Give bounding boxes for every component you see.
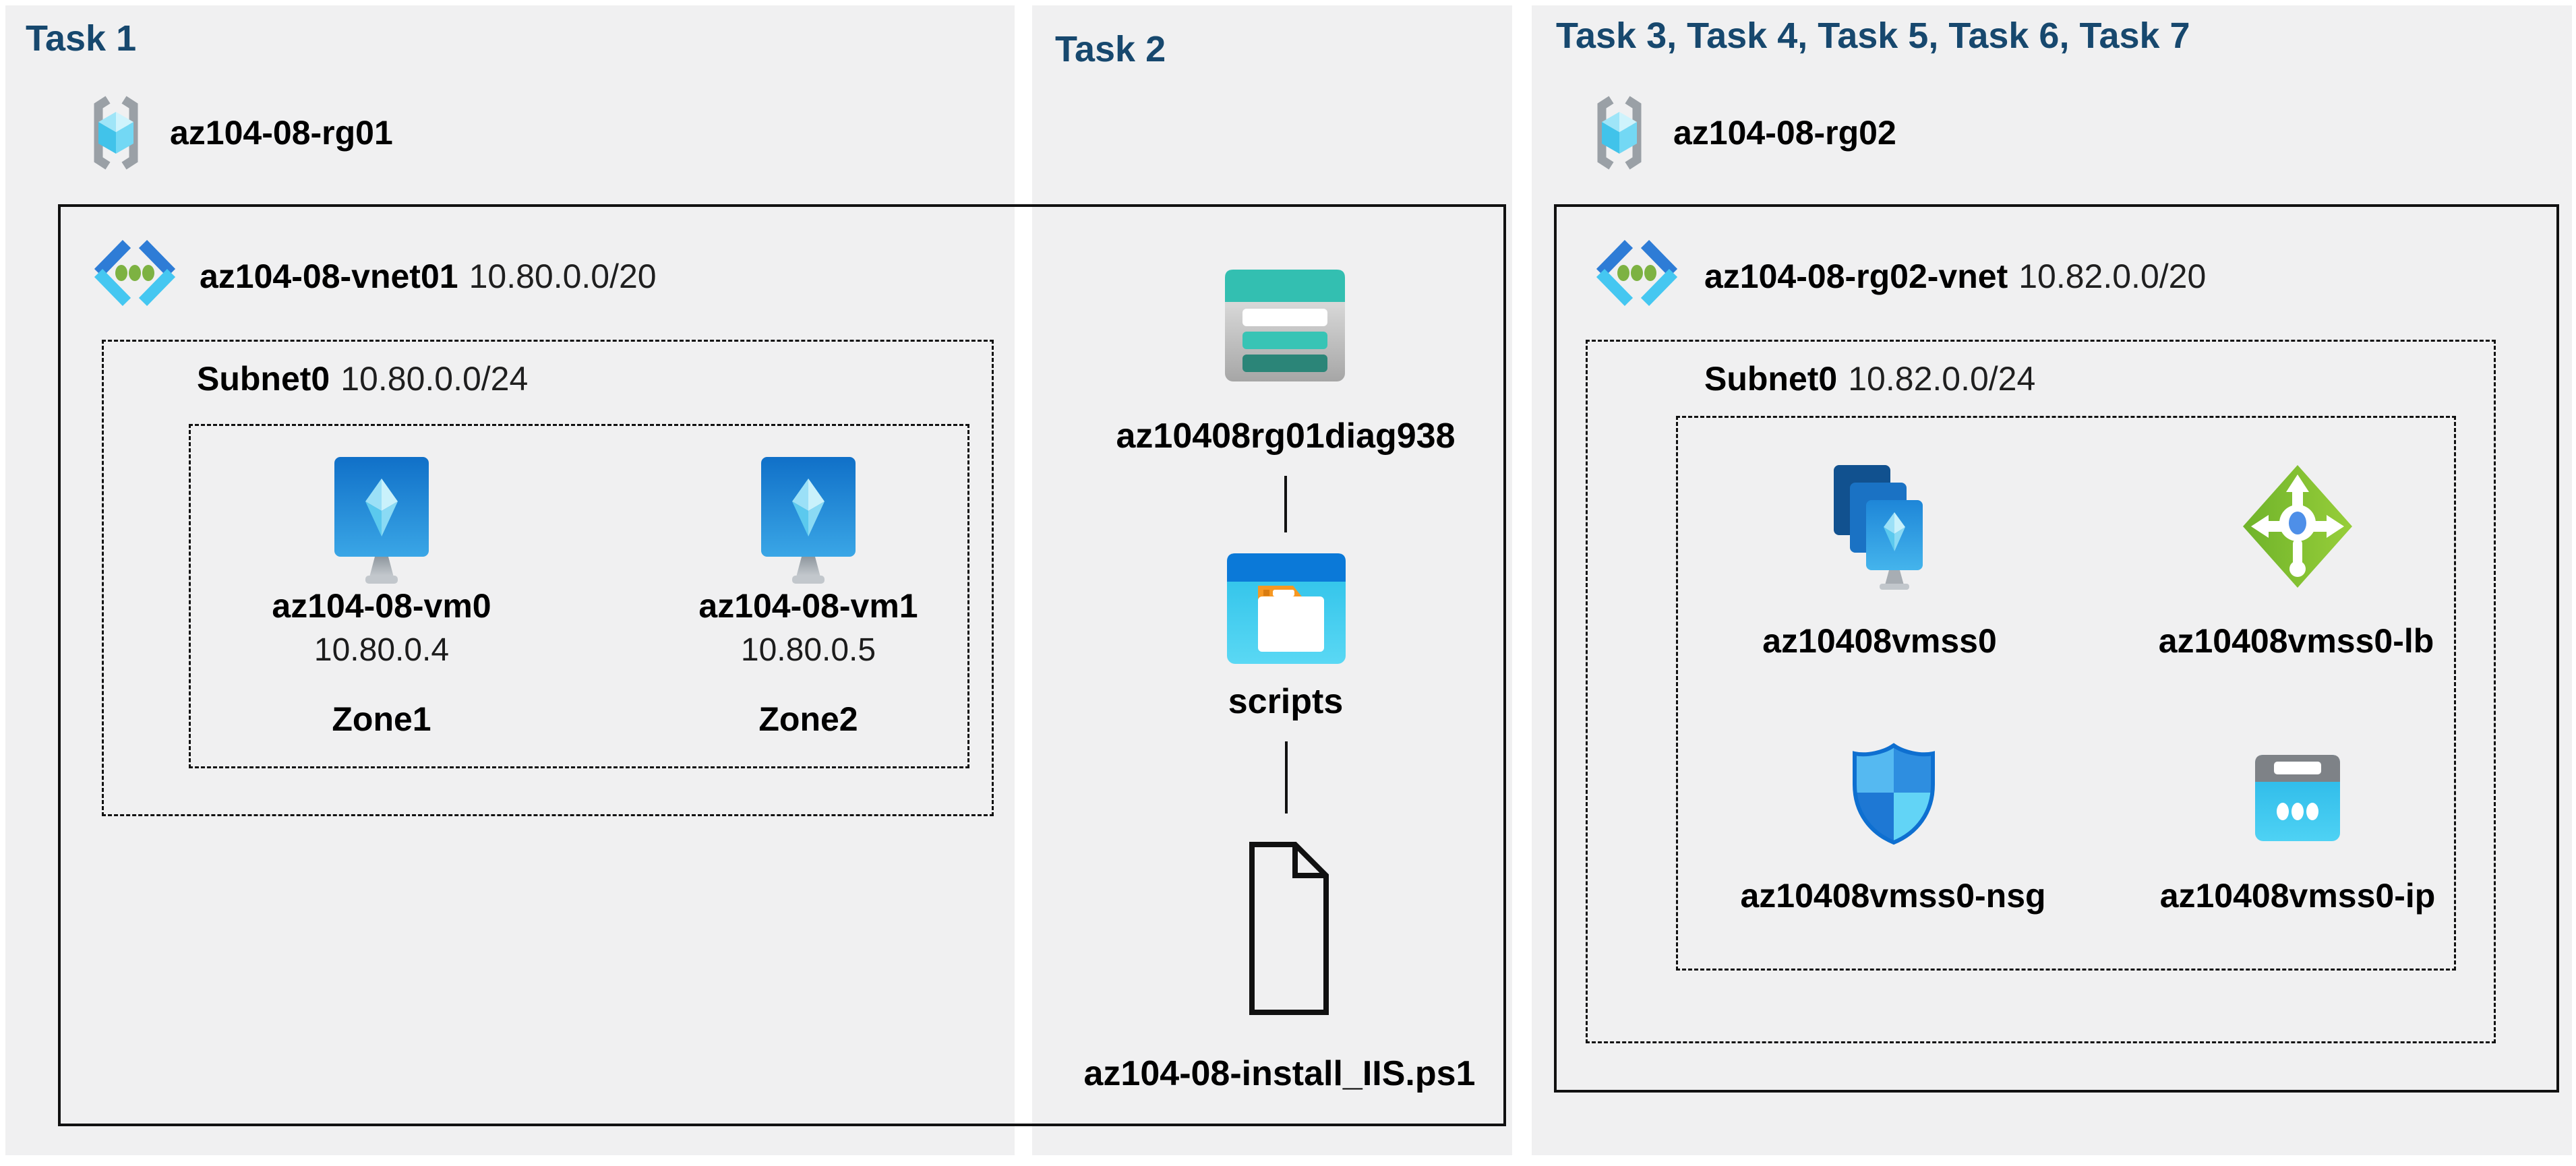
connector-line bbox=[1284, 476, 1287, 532]
resource-group-name: az104-08-rg02 bbox=[1673, 114, 1896, 152]
vnet2-cidr: 10.82.0.0/20 bbox=[2018, 257, 2207, 295]
vnet2-name: az104-08-rg02-vnet bbox=[1704, 257, 2008, 295]
vnet2-box bbox=[1554, 204, 2559, 1093]
load-balancer-name: az10408vmss0-lb bbox=[2158, 622, 2434, 660]
nsg-shield-icon bbox=[1851, 743, 1937, 845]
vnet1-name: az104-08-vnet01 bbox=[200, 257, 458, 295]
vnet1-box bbox=[58, 204, 1506, 1126]
vnet2-label: az104-08-rg02-vnet 10.82.0.0/20 bbox=[1704, 257, 2206, 295]
file-name: az104-08-install_IIS.ps1 bbox=[1083, 1054, 1476, 1093]
subnet2-cidr: 10.82.0.0/24 bbox=[1848, 360, 2036, 398]
load-balancer-icon bbox=[2242, 464, 2354, 589]
storage-account-name: az10408rg01diag938 bbox=[1116, 417, 1456, 456]
resource-group-icon bbox=[1591, 93, 1648, 173]
virtual-network-icon bbox=[1592, 237, 1681, 309]
public-ip-icon bbox=[2254, 754, 2341, 842]
vm-name-label: az104-08-vm0 bbox=[272, 587, 491, 625]
resource-group-icon bbox=[88, 93, 144, 173]
vm-name-label: az104-08-vm1 bbox=[698, 587, 918, 625]
subnet1-cidr: 10.80.0.0/24 bbox=[340, 360, 529, 398]
vmss-name: az10408vmss0 bbox=[1762, 622, 1997, 660]
task3-header: Task 3, Task 4, Task 5, Task 6, Task 7 bbox=[1556, 16, 2190, 56]
resource-group-name: az104-08-rg01 bbox=[170, 114, 393, 152]
subnet1-name: Subnet0 bbox=[197, 360, 330, 398]
panel-task1 bbox=[5, 5, 1015, 1155]
vm-ip-label: 10.80.0.4 bbox=[313, 632, 450, 668]
vnet1-cidr: 10.80.0.0/20 bbox=[469, 257, 657, 295]
subnet2-label: Subnet0 10.82.0.0/24 bbox=[1704, 360, 2035, 398]
vm-zone-label: Zone1 bbox=[332, 700, 431, 738]
folder-name: scripts bbox=[1228, 682, 1344, 721]
panel-task3 bbox=[1532, 5, 2572, 1155]
vm-group-box bbox=[189, 424, 969, 768]
vm-ip-label: 10.80.0.5 bbox=[740, 632, 876, 668]
vnet1-label: az104-08-vnet01 10.80.0.0/20 bbox=[200, 257, 657, 295]
nsg-name: az10408vmss0-nsg bbox=[1740, 877, 2046, 915]
subnet2-box bbox=[1586, 340, 2496, 1043]
public-ip-name: az10408vmss0-ip bbox=[2159, 877, 2436, 915]
file-icon bbox=[1247, 839, 1331, 1018]
virtual-machine-icon bbox=[334, 457, 429, 586]
subnet2-name: Subnet0 bbox=[1704, 360, 1838, 398]
subnet1-box bbox=[102, 340, 994, 816]
vmss-icon bbox=[1820, 465, 1942, 590]
task2-header: Task 2 bbox=[1055, 29, 1166, 69]
virtual-network-icon bbox=[90, 237, 179, 309]
connector-line bbox=[1285, 741, 1288, 814]
subnet1-label: Subnet0 10.80.0.0/24 bbox=[197, 360, 528, 398]
folder-icon bbox=[1226, 552, 1347, 665]
vm-zone-label: Zone2 bbox=[758, 700, 858, 738]
storage-account-icon bbox=[1224, 268, 1346, 383]
virtual-machine-icon bbox=[761, 457, 856, 586]
vmss-group-box bbox=[1676, 416, 2456, 971]
task1-header: Task 1 bbox=[26, 18, 137, 59]
